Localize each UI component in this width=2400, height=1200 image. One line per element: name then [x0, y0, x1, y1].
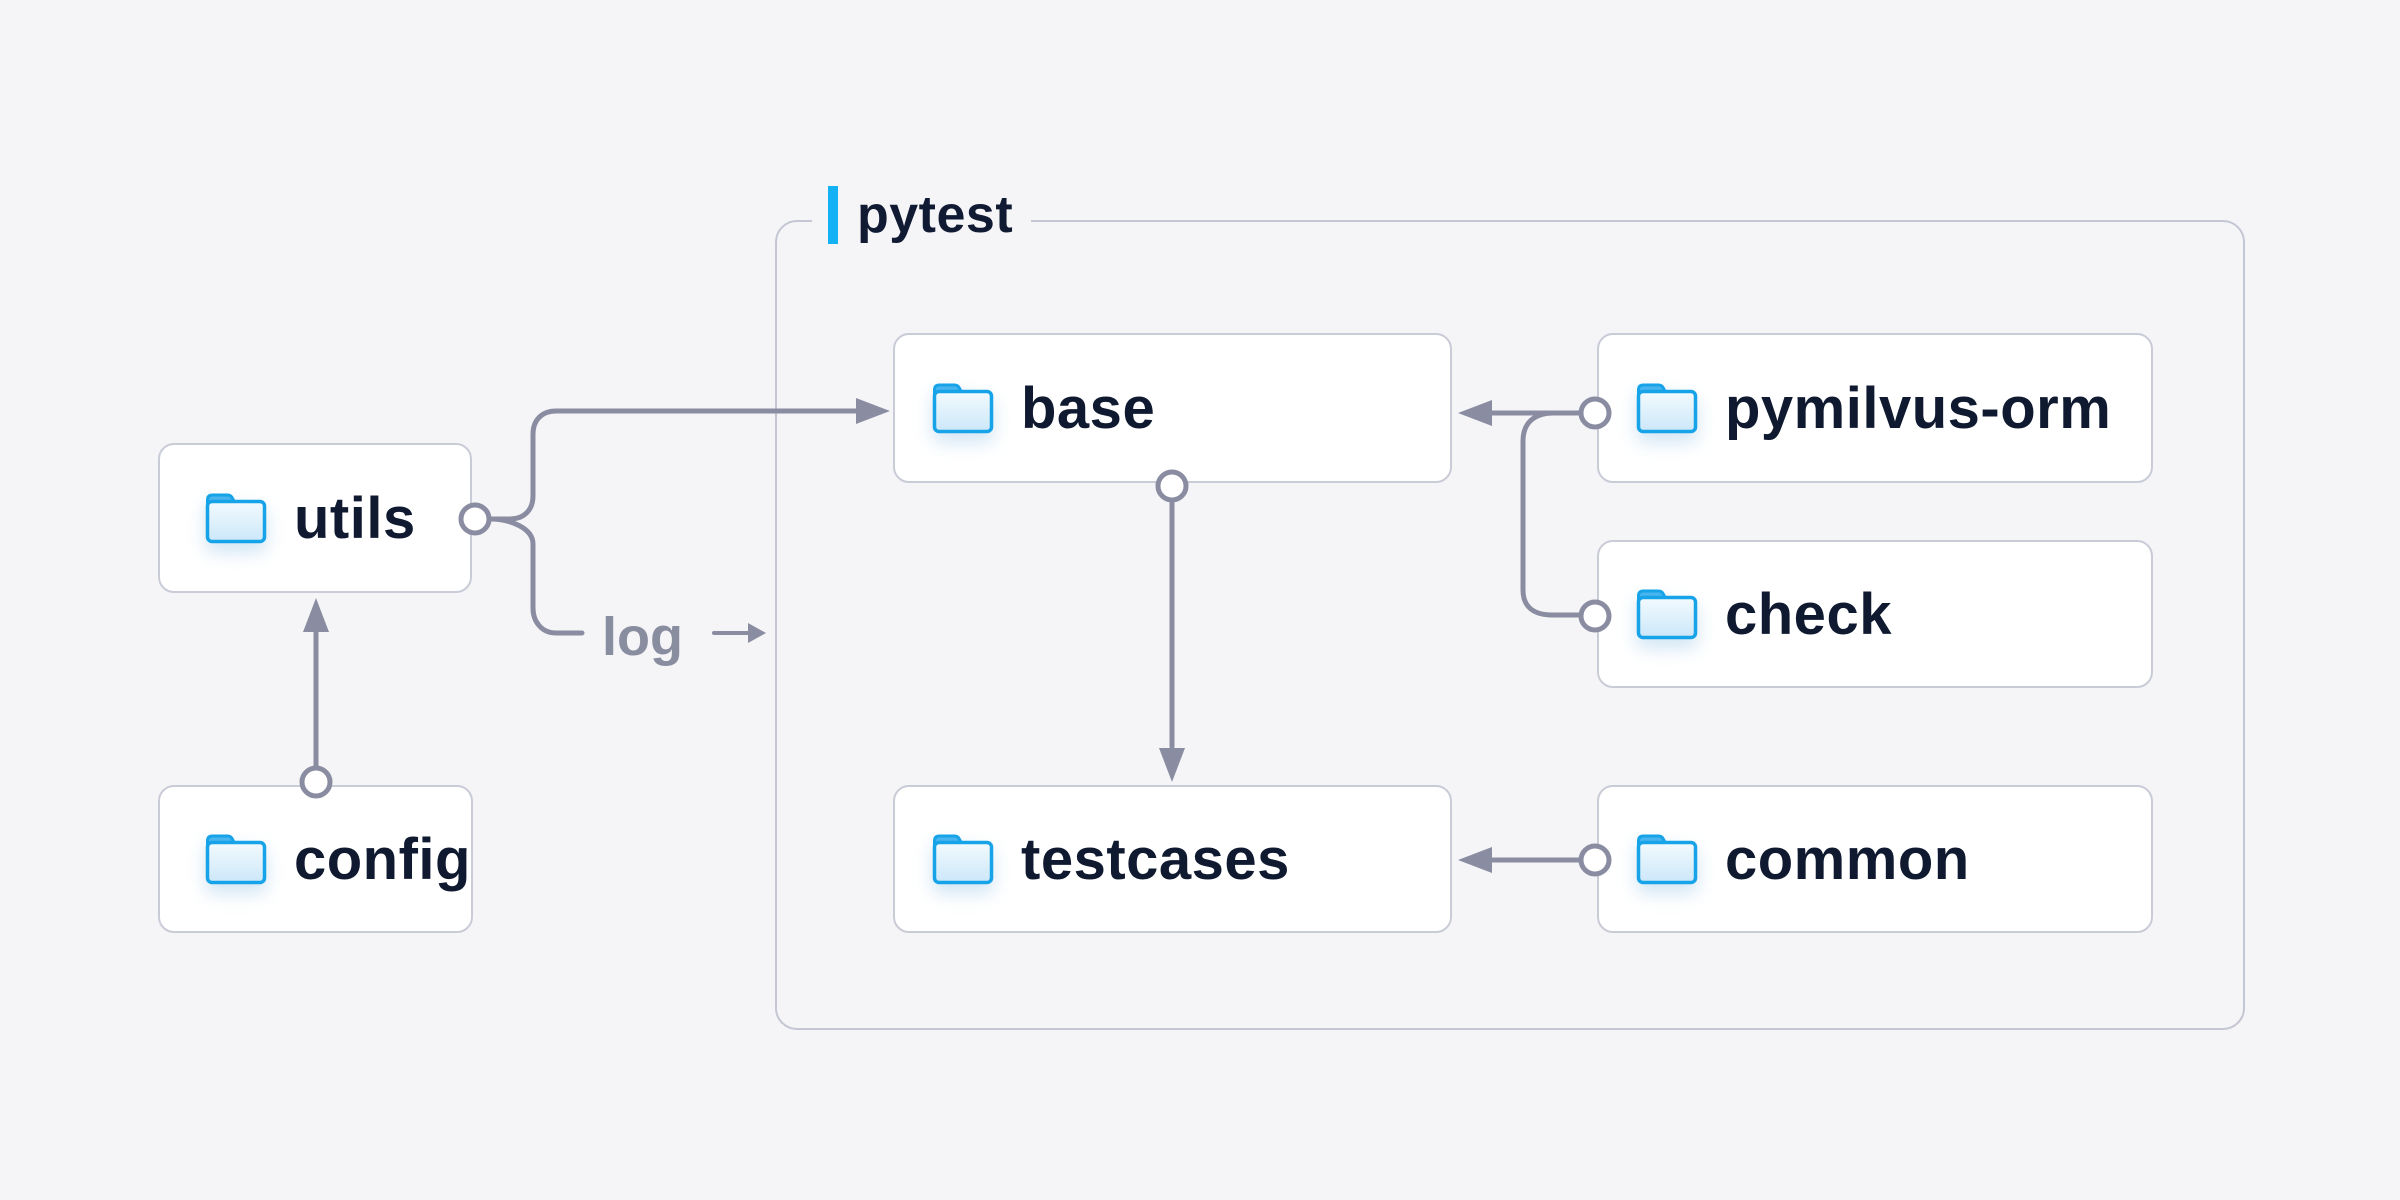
node-label: common [1725, 826, 1970, 892]
folder-icon [1635, 832, 1699, 886]
folder-icon [204, 491, 268, 545]
folder-icon [931, 381, 995, 435]
node-pymilvus-orm: pymilvus-orm [1597, 333, 2153, 483]
log-edge-label: log [602, 607, 683, 667]
node-check: check [1597, 540, 2153, 688]
node-label: utils [294, 485, 416, 551]
folder-icon [1635, 381, 1699, 435]
node-label: pymilvus-orm [1725, 375, 2112, 441]
edge-config-utils [299, 598, 333, 799]
folder-icon [1635, 587, 1699, 641]
node-base: base [893, 333, 1452, 483]
node-label: check [1725, 581, 1892, 647]
accent-bar [828, 186, 838, 244]
arrowhead-up-icon [303, 598, 329, 632]
group-label-text: pytest [857, 186, 1014, 244]
node-label: base [1021, 375, 1156, 441]
arrowhead-small-right-icon [748, 623, 766, 643]
node-label: testcases [1021, 826, 1290, 892]
folder-icon [931, 832, 995, 886]
node-config: config [158, 785, 473, 933]
node-common: common [1597, 785, 2153, 933]
node-utils: utils [158, 443, 472, 593]
folder-icon [204, 832, 268, 886]
pytest-group-label: pytest [812, 185, 1032, 245]
node-testcases: testcases [893, 785, 1452, 933]
node-label: config [294, 826, 471, 892]
pytest-group-container [775, 220, 2245, 1030]
